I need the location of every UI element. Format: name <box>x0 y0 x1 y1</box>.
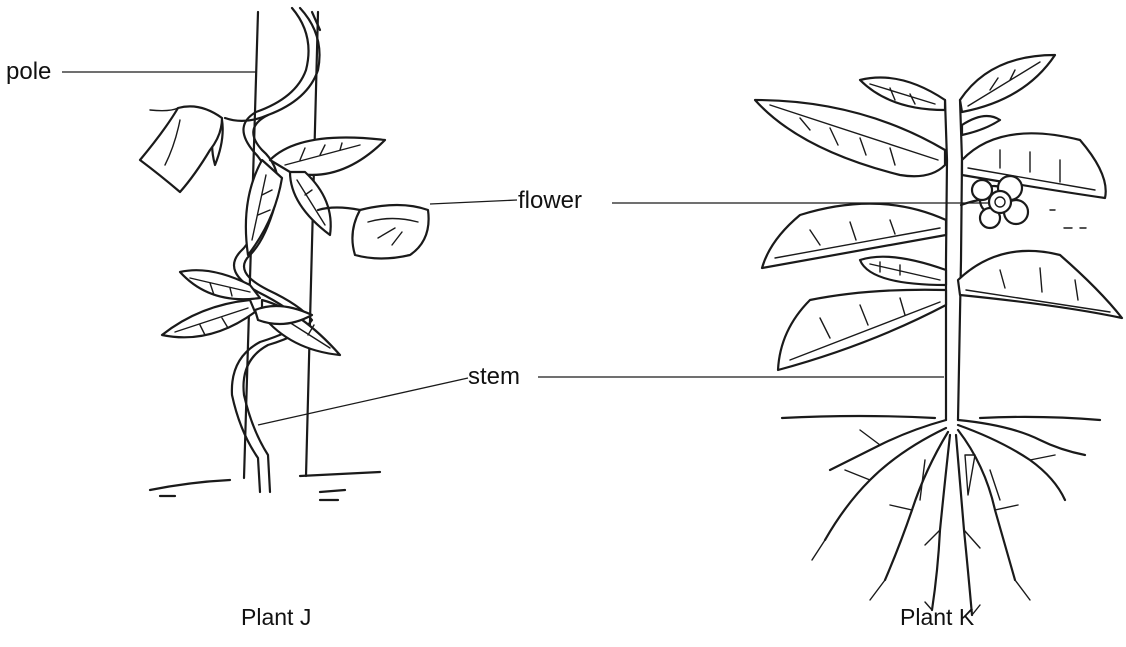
flower-leader-j <box>430 200 517 204</box>
plant-j <box>140 8 429 500</box>
plant-j-flower-left <box>140 106 268 192</box>
stem-leader-j <box>258 378 468 425</box>
plant-k-ground <box>782 416 1100 420</box>
plant-k-caption: Plant K <box>900 606 974 629</box>
plant-j-flower-right <box>318 205 429 259</box>
pole-label: pole <box>6 60 51 84</box>
plant-k-leaves <box>755 55 1122 370</box>
plant-k-dashes <box>1050 210 1086 228</box>
plant-k-stem <box>945 100 962 420</box>
plant-j-caption: Plant J <box>241 606 311 629</box>
plant-k-flower <box>961 176 1028 228</box>
plant-k <box>755 55 1122 615</box>
stem-label: stem <box>468 365 520 389</box>
flower-label: flower <box>518 189 582 213</box>
plant-k-roots <box>812 420 1085 615</box>
plant-j-ground <box>150 472 380 500</box>
